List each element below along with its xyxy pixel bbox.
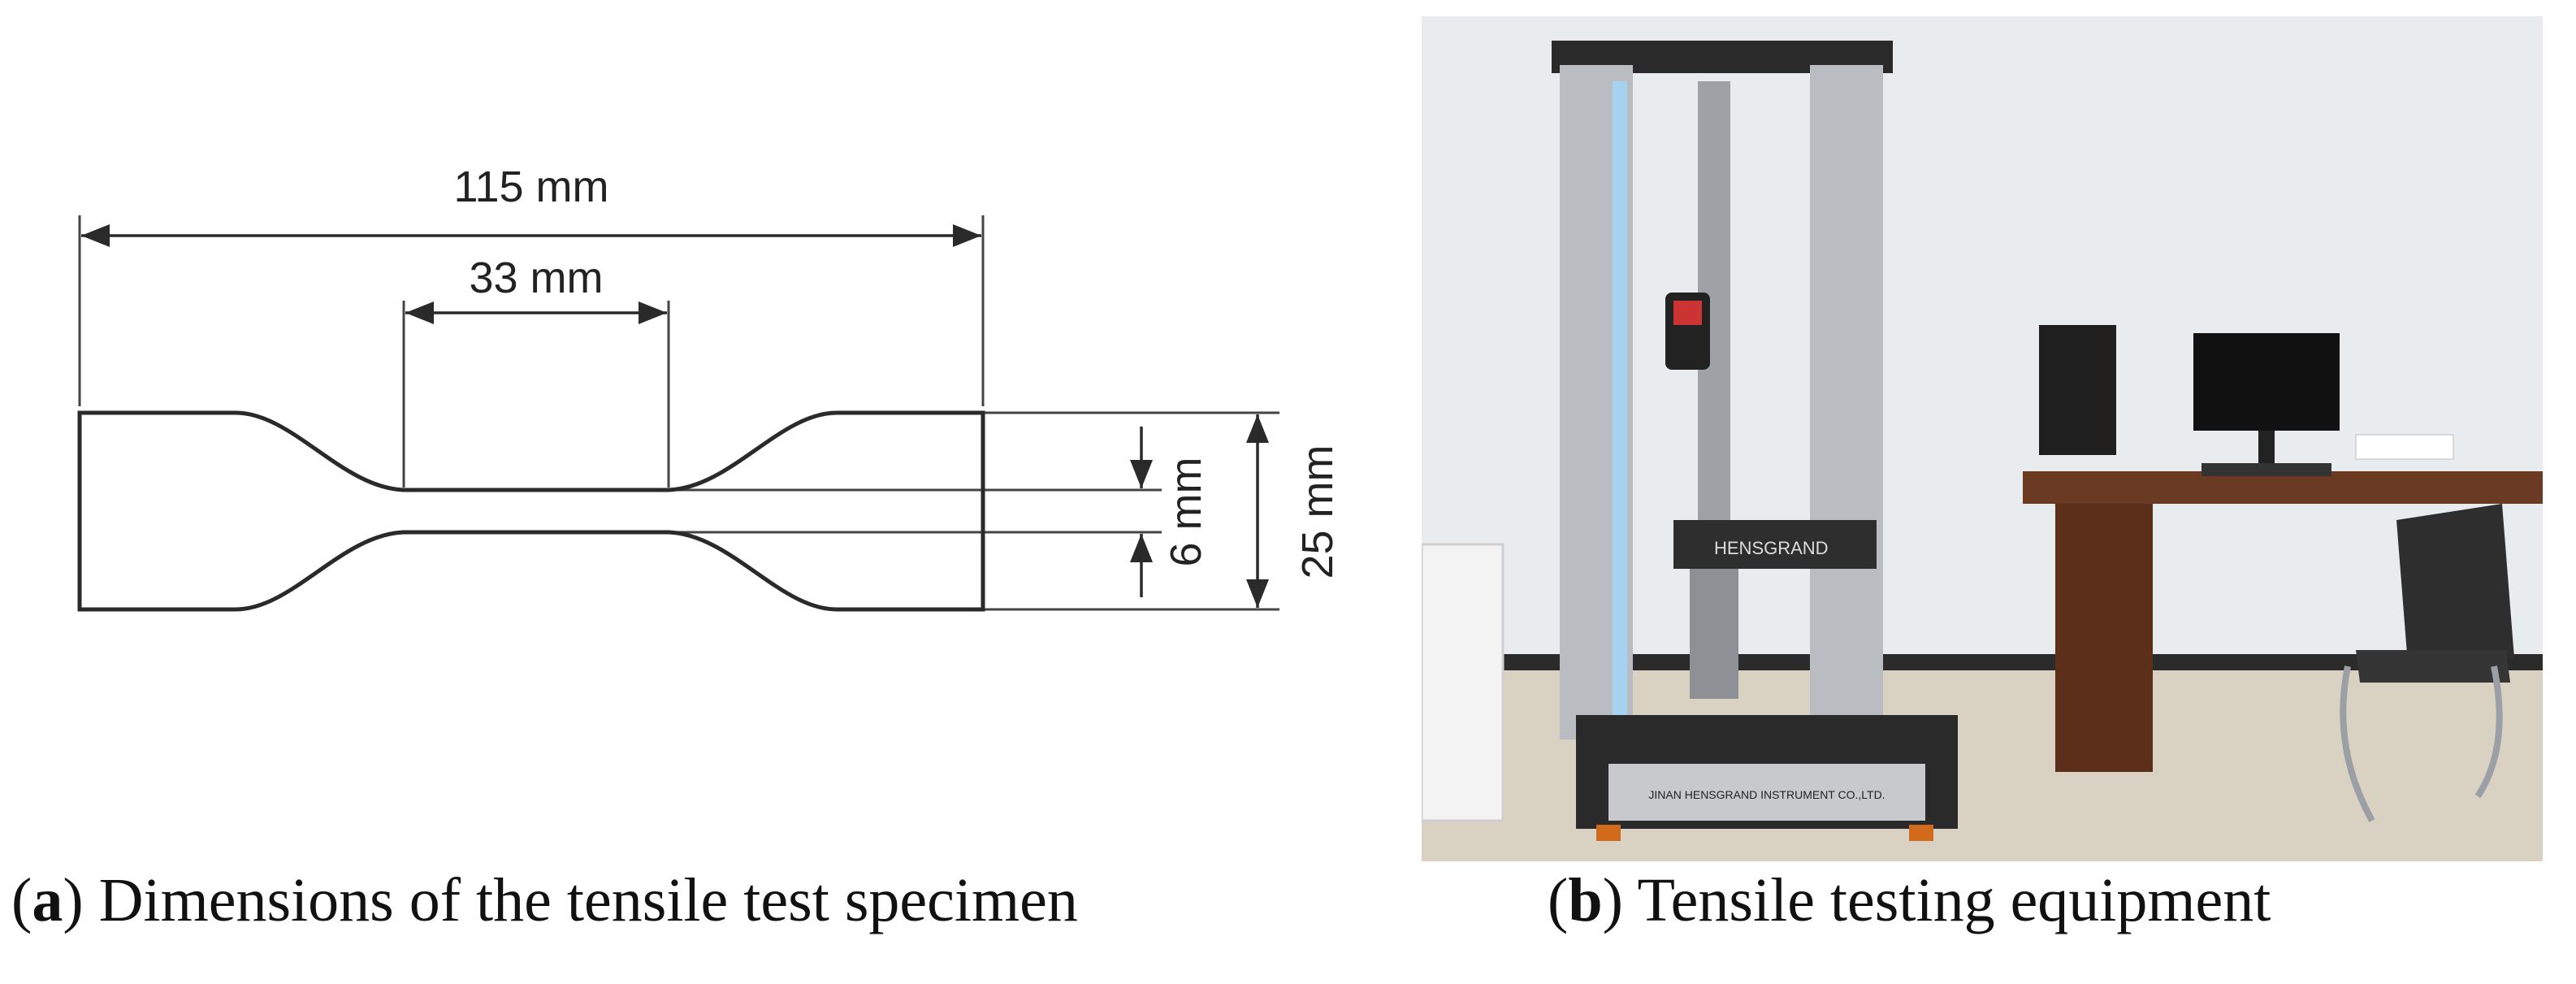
pc-tower: [2039, 325, 2116, 455]
desk-top: [2023, 471, 2543, 504]
gauge-width-label: 6 mm: [1162, 457, 1210, 567]
moving-crosshead: [1673, 520, 1877, 569]
base-label: JINAN HENSGRAND INSTRUMENT CO.,LTD.: [1648, 788, 1885, 801]
chair-frame-right: [2474, 665, 2503, 799]
specimen-outline: [77, 410, 985, 612]
caption-a: (a) Dimensions of the tensile test speci…: [11, 866, 1078, 934]
foot-right: [1909, 825, 1933, 841]
caption-b: (b) Tensile testing equipment: [1548, 866, 2271, 934]
caption-a-text: Dimensions of the tensile test specimen: [98, 866, 1078, 934]
scale-ruler: [1613, 81, 1627, 715]
equipment-photo-panel: HENSGRAND JINAN HENSGRAND INSTRUMENT CO.…: [1422, 0, 2576, 984]
monitor: [2193, 333, 2340, 431]
specimen-drawing: 115 mm 33 mm 6 mm 25 mm: [77, 163, 1342, 612]
gauge-length-label: 33 mm: [469, 254, 603, 302]
chair-back: [2396, 504, 2514, 674]
foot-left: [1596, 825, 1621, 841]
caption-a-letter: a: [32, 866, 63, 934]
side-appliance: [1422, 543, 1504, 822]
specimen-drawing-panel: 115 mm 33 mm 6 mm 25 mm (a) Dimensions o…: [11, 163, 1342, 934]
caption-b-letter: b: [1568, 866, 1603, 934]
machine-label: HENSGRAND: [1714, 538, 1829, 558]
chair-seat: [2356, 650, 2510, 683]
lower-grip: [1690, 569, 1738, 699]
equipment-photo: HENSGRAND JINAN HENSGRAND INSTRUMENT CO.…: [1422, 16, 2543, 861]
caption-b-text: Tensile testing equipment: [1637, 866, 2271, 934]
chair-frame-left: [2340, 665, 2375, 822]
keyboard: [2202, 463, 2331, 476]
controller-screen: [1673, 301, 1702, 325]
overall-length-label: 115 mm: [453, 163, 608, 211]
paper-sheet: [2355, 434, 2454, 460]
desk-drawers: [2055, 504, 2153, 772]
right-column: [1810, 65, 1883, 739]
base-panel: [1608, 764, 1925, 821]
monitor-stand: [2258, 431, 2275, 463]
grip-width-label: 25 mm: [1293, 444, 1342, 579]
